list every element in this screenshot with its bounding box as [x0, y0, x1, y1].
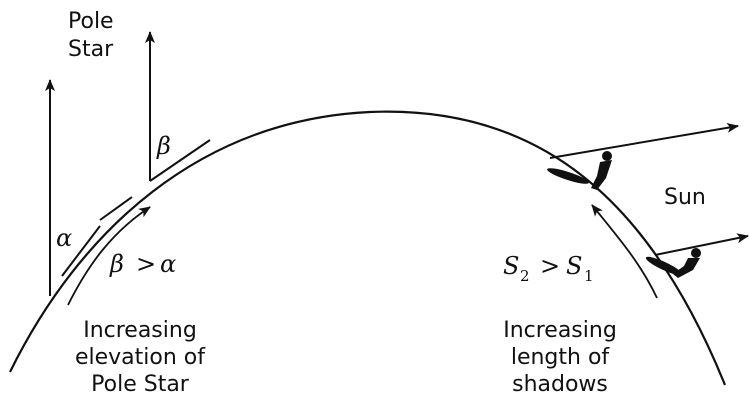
- beta-label: β: [156, 132, 171, 160]
- person-upper-icon: [547, 151, 612, 190]
- left-caption-line3: Pole Star: [91, 372, 190, 397]
- beta-greater-alpha: β > α: [109, 250, 176, 278]
- left-caption-line1: Increasing: [83, 318, 197, 343]
- person-lower-icon: [645, 248, 701, 278]
- svg-text:α: α: [160, 250, 176, 278]
- pole-star-label-line1: Pole: [68, 9, 114, 34]
- sun-ray-lower: [654, 233, 749, 256]
- right-caption-line1: Increasing: [503, 318, 617, 343]
- alpha-label: α: [56, 224, 72, 252]
- svg-text:1: 1: [584, 267, 594, 285]
- right-caption-line3: shadows: [512, 372, 608, 397]
- sun-label: Sun: [664, 185, 706, 210]
- svg-text:S: S: [566, 252, 582, 280]
- right-caption-line2: length of: [511, 345, 611, 370]
- left-caption-line2: elevation of: [75, 345, 206, 370]
- svg-text:S: S: [503, 252, 519, 280]
- svg-text:>: >: [136, 250, 156, 278]
- svg-text:>: >: [540, 252, 560, 280]
- tangent-alpha: [61, 225, 101, 277]
- earth-surface-arc: [9, 110, 727, 386]
- pole-star-label-line2: Star: [68, 37, 114, 62]
- s2-greater-s1: S 2 > S 1: [503, 252, 594, 285]
- tangent-mid: [99, 196, 133, 221]
- svg-text:β: β: [109, 250, 124, 278]
- tangent-beta: [149, 139, 211, 182]
- svg-text:2: 2: [520, 267, 530, 285]
- right-increase-arrow: [591, 204, 658, 299]
- left-increase-arrow: [67, 206, 151, 306]
- sun-ray-upper: [549, 122, 739, 159]
